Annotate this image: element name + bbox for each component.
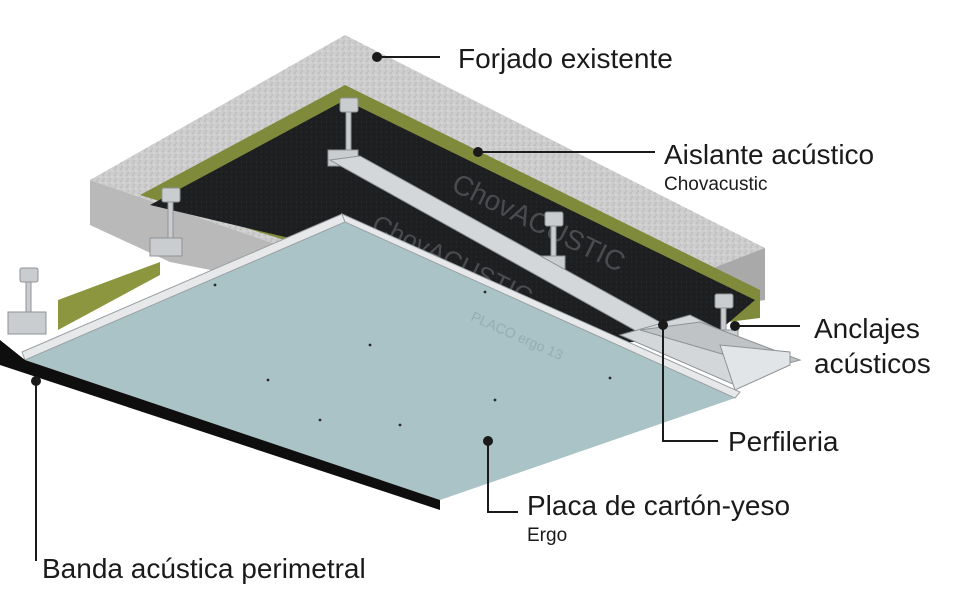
board-face bbox=[25, 222, 735, 500]
label-aislante: Aislante acústico bbox=[664, 139, 875, 170]
leader-placa bbox=[487, 441, 518, 513]
anchor-2 bbox=[149, 187, 183, 257]
leader-dots bbox=[31, 52, 740, 446]
anchor-3 bbox=[7, 267, 47, 335]
leader-lines bbox=[35, 56, 800, 561]
label-placa-sub: Ergo bbox=[527, 525, 568, 546]
band-black-edge bbox=[0, 340, 440, 510]
label-anclajes-1: Anclajes bbox=[814, 313, 920, 344]
metal-profiles bbox=[328, 155, 802, 391]
insulation-green-side bbox=[58, 262, 160, 330]
leader-perfileria bbox=[662, 325, 718, 442]
label-placa: Placa de cartón-yeso bbox=[527, 490, 791, 521]
board-screws bbox=[213, 283, 612, 427]
label-forjado: Forjado existente bbox=[458, 43, 673, 74]
label-aislante-sub: Chovacustic bbox=[664, 174, 768, 195]
label-perfileria: Perfileria bbox=[728, 426, 839, 457]
label-anclajes-2: acústicos bbox=[814, 348, 931, 379]
board-perimeter-profile-right bbox=[341, 213, 741, 399]
gypsum-board: PLACO ergo 13 bbox=[21, 213, 741, 500]
label-banda: Banda acústica perimetral bbox=[42, 553, 366, 584]
perimeter-acoustic-band bbox=[0, 340, 440, 510]
